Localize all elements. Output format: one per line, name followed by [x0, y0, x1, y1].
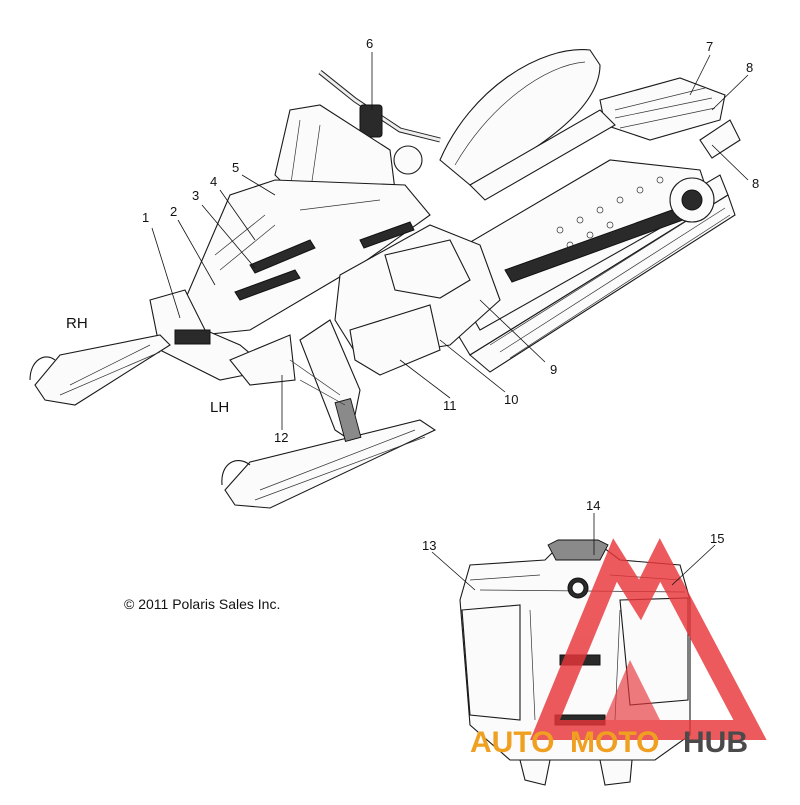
callout-5: 5	[232, 160, 239, 175]
seat-base	[469, 109, 616, 201]
leader-lines	[151, 52, 749, 591]
callout-14: 14	[586, 498, 600, 513]
headlight	[174, 329, 211, 345]
label-rh: RH	[66, 315, 88, 332]
console-foot-right	[599, 759, 633, 786]
callout-4: 4	[210, 174, 217, 189]
label-lh: LH	[210, 399, 229, 416]
copyright-text: © 2011 Polaris Sales Inc.	[124, 596, 280, 612]
watermark-wordmark: AUTO MOTO HUB	[470, 726, 748, 759]
right-ski	[34, 334, 171, 406]
callout-8-lower: 8	[752, 176, 759, 191]
logo-triangles-icon	[530, 538, 767, 740]
callout-6: 6	[366, 36, 373, 51]
hood-vent-1	[249, 239, 316, 274]
front-side-panel	[229, 334, 296, 386]
callout-8-upper: 8	[746, 60, 753, 75]
watermark-moto: MOTO	[570, 726, 659, 759]
callout-11: 11	[443, 398, 457, 413]
callout-numbers: 1 2 3 4 5 6 7 8 8 9 10 11 12 13 14 15	[142, 36, 759, 553]
console-left-panel	[461, 604, 521, 721]
left-ski	[224, 419, 437, 509]
callout-7: 7	[706, 39, 713, 54]
callout-15: 15	[710, 531, 724, 546]
callout-1: 1	[142, 210, 149, 225]
callout-3: 3	[192, 188, 199, 203]
shock-absorber	[334, 398, 362, 442]
hood-vent-2	[234, 269, 301, 301]
snowmobile-drawing	[29, 49, 741, 509]
watermark-logo	[530, 538, 767, 740]
callout-10: 10	[504, 392, 518, 407]
watermark-auto: AUTO	[470, 726, 554, 759]
console-top	[547, 539, 609, 561]
callout-9: 9	[550, 362, 557, 377]
watermark-hub: HUB	[683, 726, 748, 759]
callout-2: 2	[170, 204, 177, 219]
gauge-pod	[359, 104, 383, 138]
right-ski-loop	[29, 356, 56, 381]
left-ski-loop	[221, 460, 251, 486]
track-belt	[469, 194, 736, 373]
callout-13: 13	[422, 538, 436, 553]
callout-12: 12	[274, 430, 288, 445]
lower-side-panel	[349, 304, 441, 376]
side-panel-window	[384, 239, 471, 299]
snow-flap	[699, 119, 741, 159]
fuel-cap	[393, 145, 423, 175]
console-foot-left	[519, 759, 551, 786]
hood-vent-3	[359, 221, 415, 249]
